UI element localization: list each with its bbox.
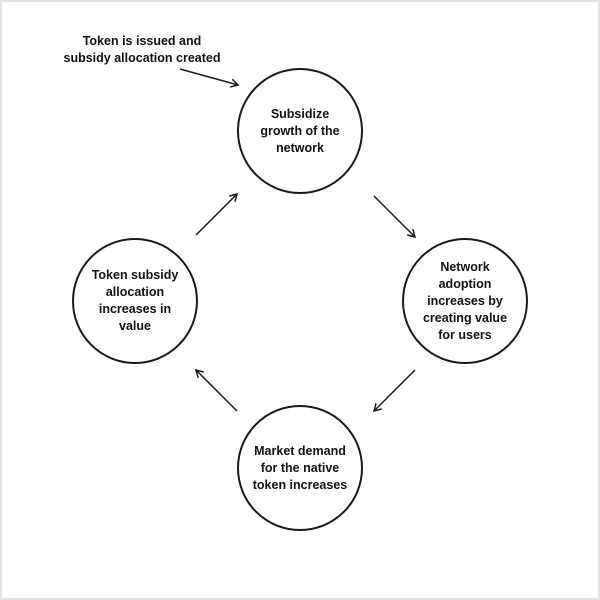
arrow-right-to-bottom [372, 369, 416, 413]
node-subsidize-growth: Subsidize growth of the network [237, 68, 363, 194]
arrow-left-to-top [195, 192, 239, 236]
arrow-bottom-to-left [194, 368, 238, 412]
intro-label: Token is issued and subsidy allocation c… [63, 34, 221, 65]
arrow-top-to-right [373, 195, 417, 239]
intro-arrow [179, 68, 240, 88]
node-market-demand: Market demand for the native token incre… [237, 405, 363, 531]
node-network-adoption: Network adoption increases by creating v… [402, 238, 528, 364]
node-token-value: Token subsidy allocation increases in va… [72, 238, 198, 364]
